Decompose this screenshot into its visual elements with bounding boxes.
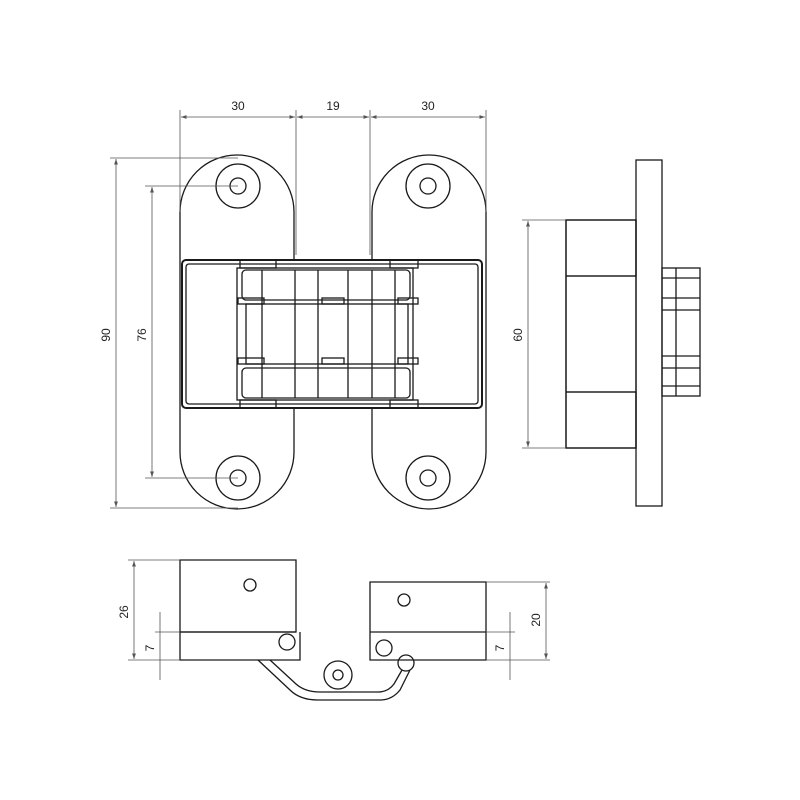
dim-label-right-width: 30 — [421, 99, 435, 113]
side-view: 60 — [511, 159, 701, 507]
bottom-left-block — [179, 559, 301, 661]
dimension-total-height: 90 — [99, 159, 118, 507]
right-plate-outline — [371, 154, 487, 510]
dimension-hole-spacing: 76 — [135, 187, 154, 477]
left-plate-outline — [179, 154, 295, 510]
dim-label-bottom-left-offset: 7 — [143, 644, 157, 651]
dim-label-total-height: 90 — [99, 328, 113, 342]
bottom-arm-linkage — [257, 633, 415, 701]
screw-hole-top-right — [405, 163, 451, 209]
dim-label-bottom-right-total: 20 — [529, 613, 543, 627]
dimension-top-widths: 30 19 30 — [181, 99, 485, 119]
dim-label-bottom-right-offset: 7 — [493, 644, 507, 651]
dim-label-left-width: 30 — [231, 99, 245, 113]
side-mechanism — [661, 267, 701, 397]
bottom-screw-hole-left — [243, 578, 257, 592]
front-extension-lines — [110, 110, 487, 509]
dim-label-side-height: 60 — [511, 328, 525, 342]
dim-label-bottom-left-total: 26 — [117, 605, 131, 619]
front-view: 30 19 30 90 76 — [99, 99, 487, 510]
screw-hole-bottom-right — [405, 455, 451, 501]
dim-label-hole-spacing: 76 — [135, 328, 149, 342]
hinge-mechanism-body — [181, 259, 483, 409]
dim-label-gap-width: 19 — [326, 99, 340, 113]
bottom-view: 26 7 20 7 — [117, 559, 550, 701]
bottom-screw-hole-right — [397, 593, 411, 607]
side-flange — [635, 159, 663, 507]
side-body-outline — [565, 219, 637, 449]
bottom-right-block — [369, 581, 487, 661]
